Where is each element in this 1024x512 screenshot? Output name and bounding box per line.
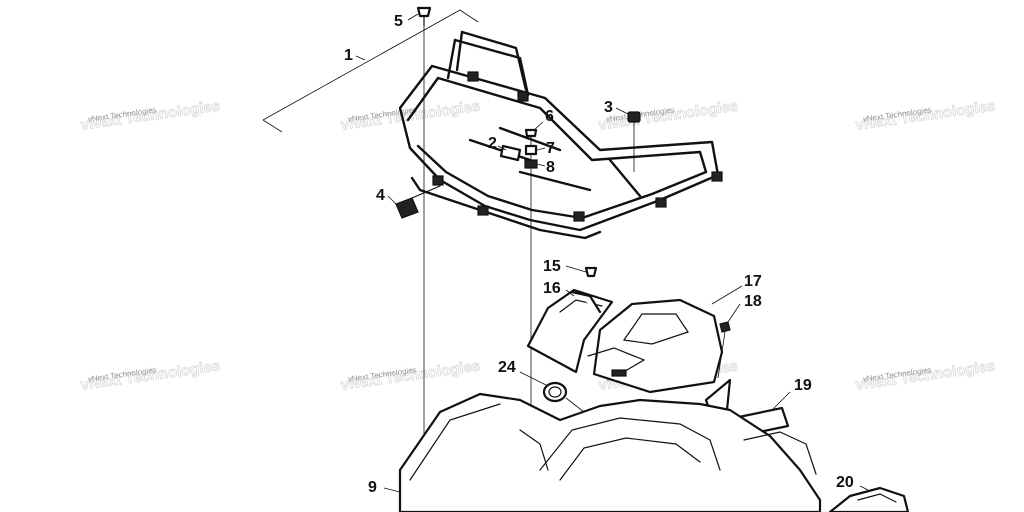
watermark: vNext Technologies vNext Technologies: [79, 357, 221, 394]
storage-cover-panel: [526, 288, 614, 374]
assembly-bracket-line: [262, 9, 479, 133]
grip-leader: [411, 185, 441, 199]
grommet-leader: [565, 397, 585, 413]
callout-1: 1: [344, 47, 353, 64]
rivet-leader: [717, 331, 726, 379]
fender-right-contour: [743, 431, 817, 475]
callout-8: 9: [368, 479, 377, 496]
callout-3: 3: [604, 99, 613, 116]
leader-7: [536, 163, 546, 167]
leader-3: [615, 107, 629, 115]
rack-mount-block: [467, 71, 479, 82]
fender-left-contour: [409, 403, 501, 481]
callout-15: 15: [543, 258, 561, 275]
rack-grip: [395, 197, 419, 219]
leader-5: [533, 121, 544, 131]
callout-9: 5: [394, 13, 403, 30]
cargo-rack: [398, 30, 723, 240]
leader-9: [407, 13, 419, 21]
rack-crossbars: [468, 126, 642, 198]
screw: [524, 128, 538, 138]
rack-hoop-post: [446, 30, 464, 80]
lid-latch: [611, 369, 627, 377]
side-panel: [828, 486, 910, 512]
nut: [524, 159, 538, 169]
fender-shell: [398, 392, 822, 512]
callout-19: 19: [794, 377, 812, 394]
fender-inner-ridge: [519, 429, 549, 471]
cover-panel-clip: [570, 290, 602, 314]
side-panel-edge: [857, 493, 897, 503]
grommet-inner: [548, 386, 562, 398]
watermark: vNext Technologies vNext Technologies: [597, 97, 739, 134]
watermark: vNext Technologies vNext Technologies: [854, 357, 996, 394]
leader-4: [387, 195, 399, 207]
callout-24: 24: [498, 359, 516, 376]
callout-20: 20: [836, 474, 854, 491]
watermark: vNext Technologies vNext Technologies: [79, 97, 221, 134]
rack-bumper: [627, 111, 641, 123]
callout-2: 2: [488, 135, 497, 152]
callout-7: 8: [546, 159, 555, 176]
rack-mount-block: [573, 211, 585, 222]
rack-rear-hoop: [453, 30, 530, 97]
lid-hinge-bracket: [587, 347, 646, 375]
leader-20: [859, 485, 869, 491]
callout-4: 4: [376, 187, 385, 204]
leader-24: [519, 371, 549, 387]
callout-17: 17: [744, 273, 762, 290]
leader-17: [711, 285, 743, 305]
screw: [584, 266, 598, 278]
rack-mount-block: [432, 175, 444, 186]
grommet-outer: [542, 381, 568, 403]
callout-5: 6: [545, 108, 554, 125]
spacer: [524, 144, 538, 156]
lid-recess: [622, 313, 689, 345]
rack-mount-block: [711, 171, 723, 182]
leader-16: [565, 289, 575, 297]
fender-storage-opening: [539, 417, 721, 471]
leader-1: [355, 55, 366, 61]
callout-6: 7: [546, 140, 555, 157]
leader-8: [383, 487, 401, 493]
watermark: vNext Technologies vNext Technologies: [854, 97, 996, 134]
leader-6: [536, 147, 546, 151]
rack-mount-block: [517, 91, 529, 102]
callout-18: 18: [744, 293, 762, 310]
leader-15: [565, 265, 587, 273]
leader-2: [497, 145, 507, 151]
rack-clip: [499, 144, 522, 162]
rack-outer-rail: [398, 64, 720, 232]
rack-mount-block: [477, 205, 489, 216]
watermark: vNext Technologies vNext Technologies: [339, 357, 481, 394]
rack-mount-block: [655, 197, 667, 208]
rack-inner-rail: [406, 76, 708, 220]
leader-18: [727, 303, 741, 323]
callout-16: 16: [543, 280, 561, 297]
fender-storage-inner: [559, 437, 701, 481]
leader-19: [771, 391, 791, 411]
rear-fender-body: [398, 392, 822, 512]
push-rivet: [719, 321, 731, 333]
rack-front-rail: [410, 176, 602, 240]
bolt-head: [416, 6, 432, 18]
